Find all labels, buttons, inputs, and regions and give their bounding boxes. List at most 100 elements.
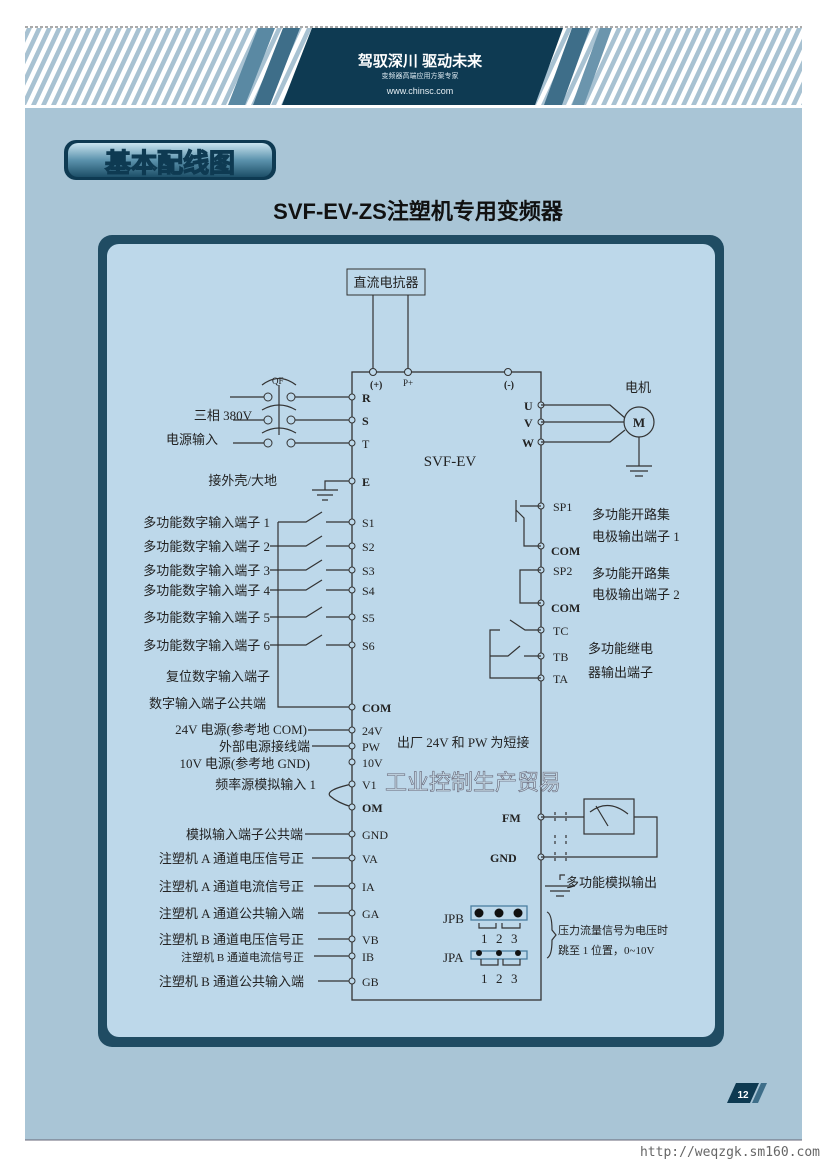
terminal-label: U: [524, 399, 533, 413]
terminal-label: V: [524, 416, 533, 430]
terminal-label: SP1: [553, 500, 572, 514]
breaker-qf: [230, 377, 352, 448]
terminal-label: TC: [553, 624, 568, 638]
ground-icon: [626, 437, 652, 477]
terminal-dot: [348, 935, 356, 943]
diagram-text: 电源输入: [166, 432, 218, 447]
terminal-dot: [348, 703, 356, 711]
open-collector-outputs: [489, 500, 541, 679]
diagram-text: 注塑机 A 通道电流信号正: [159, 879, 304, 894]
terminal-dot: [348, 586, 356, 594]
header-banner: 驾驭深川 驱动未来 变频器高端应用方案专家 www.chinsc.com: [25, 26, 802, 105]
diagram-text: 24V 电源(参考地 COM): [175, 722, 307, 737]
diagram-text: 1: [481, 931, 488, 946]
diagram-text: 多功能数字输入端子 2: [143, 539, 270, 554]
diagram-text: 多功能数字输入端子 4: [143, 583, 270, 598]
terminal-label: VB: [362, 933, 379, 947]
header-website[interactable]: www.chinsc.com: [386, 86, 454, 96]
diagram-text: M: [633, 415, 645, 430]
terminal-label: IA: [362, 880, 375, 894]
diagram-text: 注塑机 B 通道电流信号正: [181, 950, 304, 964]
terminal-dot: [348, 518, 356, 526]
terminal-dot: [348, 977, 356, 985]
terminal-dot: [348, 952, 356, 960]
diagram-text: 电极输出端子 1: [592, 529, 680, 544]
terminal-label: GND: [490, 851, 517, 865]
diagram-text: 10V 电源(参考地 GND): [180, 756, 310, 771]
diagram-text: 多功能开路集: [592, 507, 670, 522]
page-title: SVF-EV-ZS注塑机专用变频器: [273, 199, 564, 224]
diagram-text: 多功能数字输入端子 5: [143, 610, 270, 625]
terminal-label: W: [522, 436, 534, 450]
terminal-dot: [348, 726, 356, 734]
diagram-text: 频率源模拟输入 1: [215, 777, 316, 792]
diagram-text: (-): [504, 380, 514, 391]
terminal-dot: [348, 477, 356, 485]
terminal-label: COM: [362, 701, 391, 715]
terminal-label: S4: [362, 584, 375, 598]
terminal-label: S2: [362, 540, 375, 554]
terminal-label: COM: [551, 544, 580, 558]
terminal-dot: [348, 439, 356, 447]
diagram-text: 器输出端子: [588, 665, 653, 680]
terminal-dot: [348, 641, 356, 649]
model-label: SVF-EV: [424, 454, 477, 470]
page-number-badge: 12: [727, 1083, 767, 1103]
motor: M 电机: [541, 380, 655, 477]
terminal-dot: [348, 803, 356, 811]
terminal-label: TB: [553, 650, 568, 664]
diagram-text: 3: [511, 931, 518, 946]
terminal-dot: [348, 882, 356, 890]
terminal-label: R: [362, 391, 371, 405]
terminal-label: VA: [362, 852, 378, 866]
terminal-label: IB: [362, 950, 374, 964]
diagram-text: 压力流量信号为电压时: [558, 923, 668, 937]
diagram-text: 数字输入端子公共端: [149, 696, 266, 711]
dc-reactor-box: [346, 268, 426, 296]
diagram-text: 电机: [625, 380, 651, 395]
terminal-label: T: [362, 437, 370, 451]
short-note: 出厂 24V 和 PW 为短接: [397, 735, 529, 750]
terminal-label: TA: [553, 672, 568, 686]
terminal-label: V1: [362, 778, 377, 792]
diagram-text: 1: [481, 971, 488, 986]
terminal-label: OM: [362, 801, 383, 815]
diagram-text: 三相 380V: [194, 408, 253, 423]
terminal-dot: [348, 542, 356, 550]
diagram-text: 多功能数字输入端子 1: [143, 515, 270, 530]
terminal-label: S1: [362, 516, 375, 530]
section-badge: 基本配线图: [64, 140, 276, 180]
terminal-dot: [348, 854, 356, 862]
terminal-label: COM: [551, 601, 580, 615]
watermark: 工业控制生产贸易: [385, 770, 561, 795]
diagram-text: 电极输出端子 2: [592, 587, 680, 602]
diagram-text: 多功能开路集: [592, 566, 670, 581]
terminal-label: 10V: [362, 756, 383, 770]
terminal-label: SP2: [553, 564, 572, 578]
diagram-text: 注塑机 B 通道电压信号正: [159, 932, 304, 947]
footer-url[interactable]: http://weqzgk.sm160.com: [640, 1145, 820, 1160]
diagram-text: 注塑机 A 通道公共输入端: [159, 906, 304, 921]
terminal-dot: [348, 742, 356, 750]
digital-input-switches: [270, 511, 353, 982]
terminal-label: 24V: [362, 724, 383, 738]
diagram-text: 多功能数字输入端子 6: [143, 638, 270, 653]
header-subtitle: 变频器高端应用方案专家: [382, 71, 459, 80]
meter-icon: [583, 798, 635, 835]
terminal-label: GB: [362, 975, 379, 989]
diagram-text: 12: [737, 1090, 749, 1101]
dc-reactor-label: 直流电抗器: [353, 275, 418, 290]
terminal-dot: [348, 416, 356, 424]
terminal-label: S5: [362, 611, 375, 625]
diagram-text: 多功能数字输入端子 3: [143, 563, 270, 578]
diagram-text: 注塑机 B 通道公共输入端: [159, 974, 304, 989]
terminal-dot: [348, 393, 356, 401]
terminal-dot: [348, 909, 356, 917]
terminal-label: GA: [362, 907, 380, 921]
diagram-text: 注塑机 A 通道电压信号正: [159, 851, 304, 866]
terminal-label: PW: [362, 740, 381, 754]
diagram-text: 基本配线图: [105, 148, 235, 178]
